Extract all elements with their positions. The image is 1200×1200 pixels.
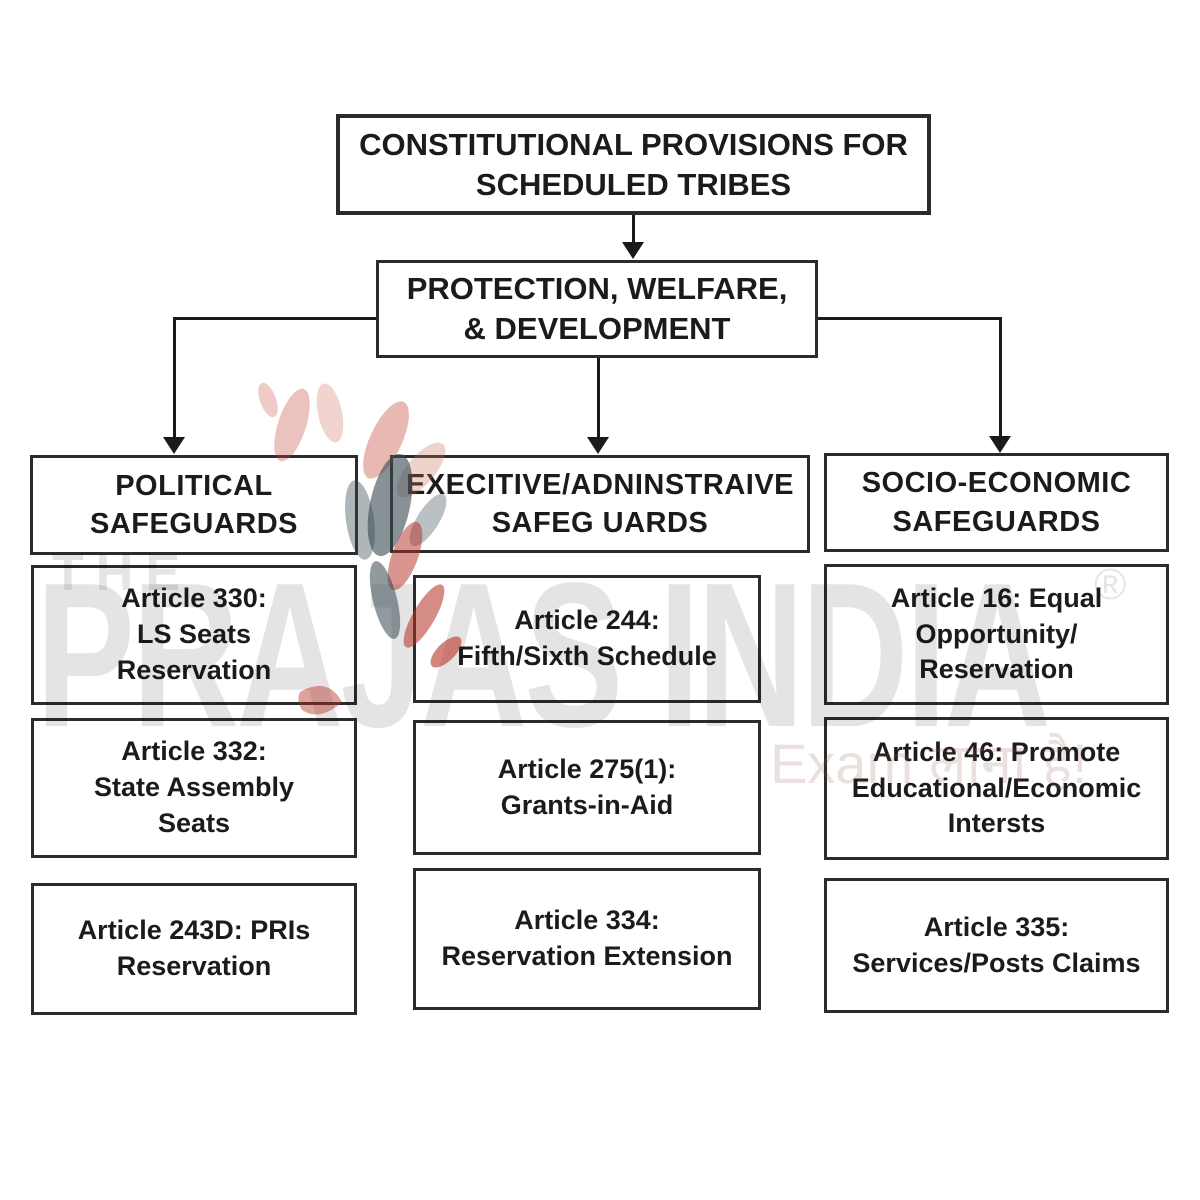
article-335-box: Article 335: Services/Posts Claims [824, 878, 1169, 1013]
article-332-box: Article 332: State Assembly Seats [31, 718, 357, 858]
connector-right-vertical [999, 317, 1002, 441]
article-244-box: Article 244: Fifth/Sixth Schedule [413, 575, 761, 703]
article-46-box: Article 46: Promote Educational/Economic… [824, 717, 1169, 860]
connector-middle-vertical [597, 357, 600, 443]
connector-right-horizontal [817, 317, 1001, 320]
article-16-box: Article 16: Equal Opportunity/ Reservati… [824, 564, 1169, 705]
header-box-socioeconomic: SOCIO-ECONOMIC SAFEGUARDS [824, 453, 1169, 552]
title-box: CONSTITUTIONAL PROVISIONS FOR SCHEDULED … [336, 114, 931, 215]
connector-top-vertical [632, 214, 635, 244]
arrowhead-to-executive [587, 437, 609, 454]
arrowhead-to-subtitle [622, 242, 644, 259]
subtitle-box: PROTECTION, WELFARE, & DEVELOPMENT [376, 260, 818, 358]
arrowhead-to-socioeconomic [989, 436, 1011, 453]
article-243d-box: Article 243D: PRIs Reservation [31, 883, 357, 1015]
arrowhead-to-political [163, 437, 185, 454]
connector-left-vertical [173, 317, 176, 441]
article-330-box: Article 330: LS Seats Reservation [31, 565, 357, 705]
article-275-box: Article 275(1): Grants-in-Aid [413, 720, 761, 855]
connector-left-horizontal [173, 317, 377, 320]
header-box-political: POLITICAL SAFEGUARDS [30, 455, 358, 555]
header-box-executive: EXECITIVE/ADNINSTRAIVE SAFEG UARDS [390, 455, 810, 553]
article-334-box: Article 334: Reservation Extension [413, 868, 761, 1010]
